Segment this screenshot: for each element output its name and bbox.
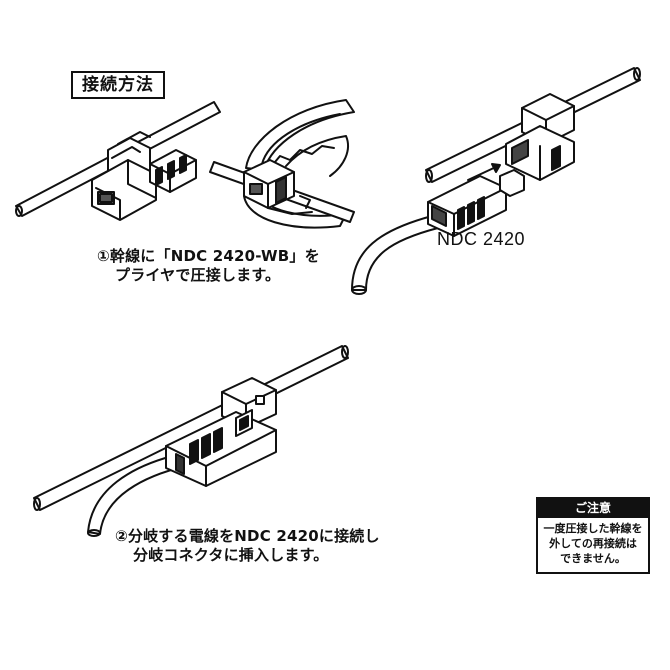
notice-heading: ご注意 — [538, 499, 648, 518]
step2-caption-line1: ②分岐する電線をNDC 2420に接続し — [115, 527, 380, 545]
step2-caption: ②分岐する電線をNDC 2420に接続し 分岐コネクタに挿入します。 — [115, 527, 380, 565]
page-title: 接続方法 — [71, 71, 165, 99]
notice-line: 外しての再接続は — [549, 537, 637, 550]
product-label: NDC 2420 — [437, 229, 526, 249]
step2-assembled-illustration — [33, 345, 349, 537]
notice-line: できません。 — [560, 552, 626, 565]
step1-caption: ①幹線に「NDC 2420-WB」を プライヤで圧接します。 — [97, 247, 320, 285]
step1-caption-line1: ①幹線に「NDC 2420-WB」を — [97, 247, 320, 265]
step2-caption-line2: 分岐コネクタに挿入します。 — [133, 546, 329, 564]
step1-pliers-illustration — [209, 99, 355, 229]
notice-line: 一度圧接した幹線を — [543, 522, 643, 535]
step1-trunk-wire-illustration — [15, 101, 221, 221]
step1-caption-line2: プライヤで圧接します。 — [115, 266, 281, 284]
step1-insert-illustration — [351, 67, 641, 295]
notice-body: 一度圧接した幹線を 外しての再接続は できません。 — [538, 518, 648, 566]
notice-box: ご注意 一度圧接した幹線を 外しての再接続は できません。 — [536, 497, 650, 574]
